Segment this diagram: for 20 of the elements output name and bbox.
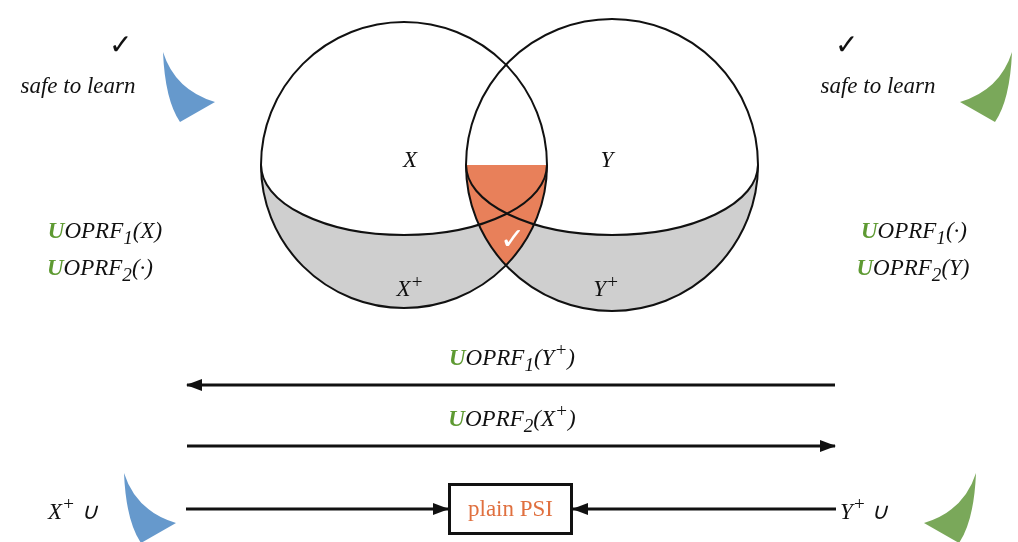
function-label: UOPRF$_{2}$(Y)	[856, 255, 970, 285]
checkmark: ✓	[834, 29, 858, 61]
set-expression: X$^{+}$ ∪	[48, 493, 98, 525]
set-label: Y$^{+}$	[593, 270, 619, 302]
note-text: safe to learn	[20, 73, 136, 99]
function-label: UOPRF$_{1}$(X)	[47, 218, 163, 248]
note-text: safe to learn	[820, 73, 936, 99]
set-label: Y	[600, 147, 614, 173]
set-expression: Y$^{+}$ ∪	[840, 493, 889, 525]
function-label: UOPRF$_{1}$(·)	[861, 218, 967, 248]
arrow	[572, 503, 836, 515]
function-label: UOPRF$_{2}$(·)	[47, 255, 153, 285]
process-box: plain PSI	[448, 483, 573, 535]
checkmark: ✓	[108, 29, 132, 61]
arrow	[186, 503, 449, 515]
set-label: X	[402, 147, 418, 173]
set-label: X$^{+}$	[396, 270, 424, 302]
message-label: UOPRF$_{2}$(X$^{+}$)	[448, 400, 576, 436]
message-label: UOPRF$_{1}$(Y$^{+}$)	[449, 339, 575, 375]
checkmark: ✓	[499, 221, 525, 255]
